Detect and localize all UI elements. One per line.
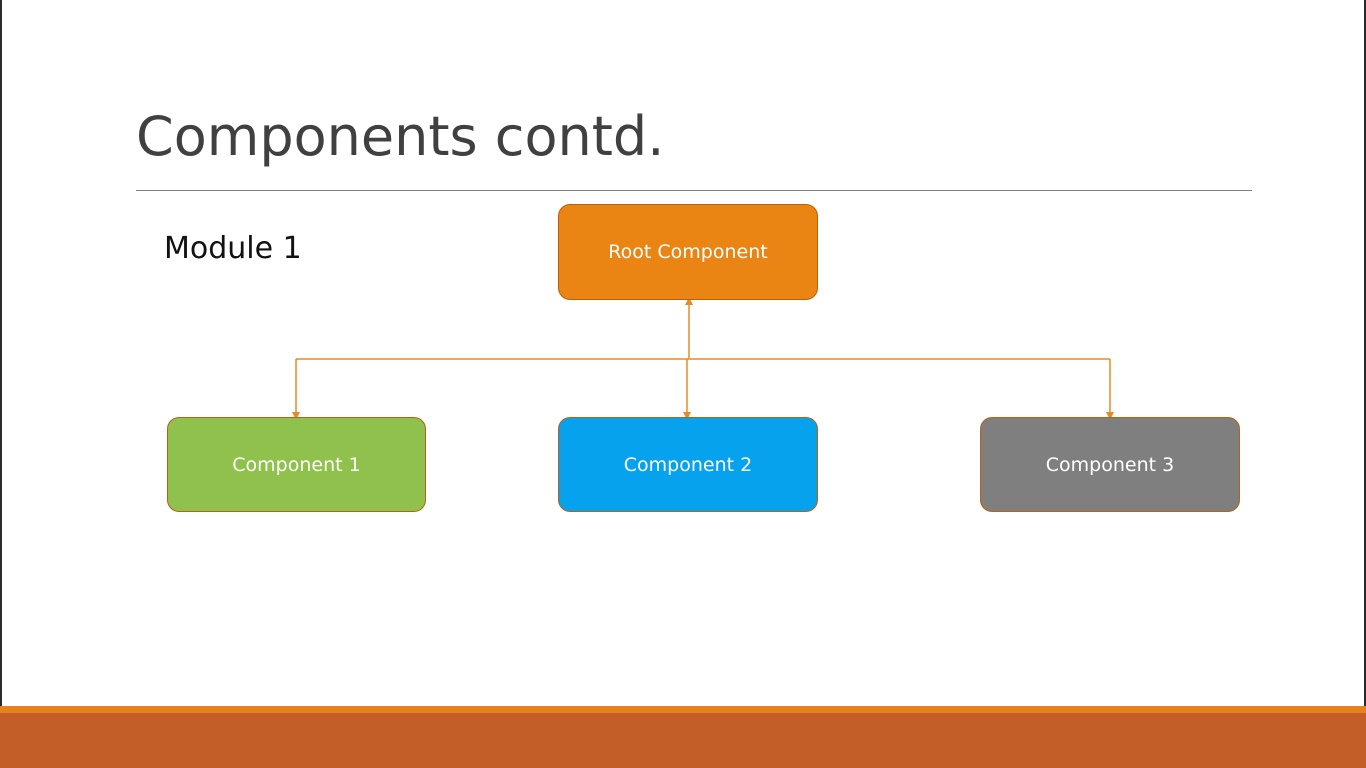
root-component-label: Root Component	[608, 241, 768, 263]
component-3-node: Component 3	[980, 417, 1240, 512]
module-label: Module 1	[164, 231, 302, 266]
component-1-label: Component 1	[232, 453, 361, 476]
component-2-node: Component 2	[558, 417, 818, 512]
root-component-node: Root Component	[558, 204, 818, 300]
footer-accent-stripe	[0, 706, 1366, 713]
slide-left-border	[0, 0, 2, 706]
component-1-node: Component 1	[167, 417, 426, 512]
slide-title: Components contd.	[136, 105, 665, 168]
footer-bar	[0, 713, 1366, 768]
component-2-label: Component 2	[623, 453, 753, 476]
title-divider	[136, 190, 1252, 191]
slide-right-border	[1364, 0, 1366, 706]
component-3-label: Component 3	[1045, 453, 1175, 476]
